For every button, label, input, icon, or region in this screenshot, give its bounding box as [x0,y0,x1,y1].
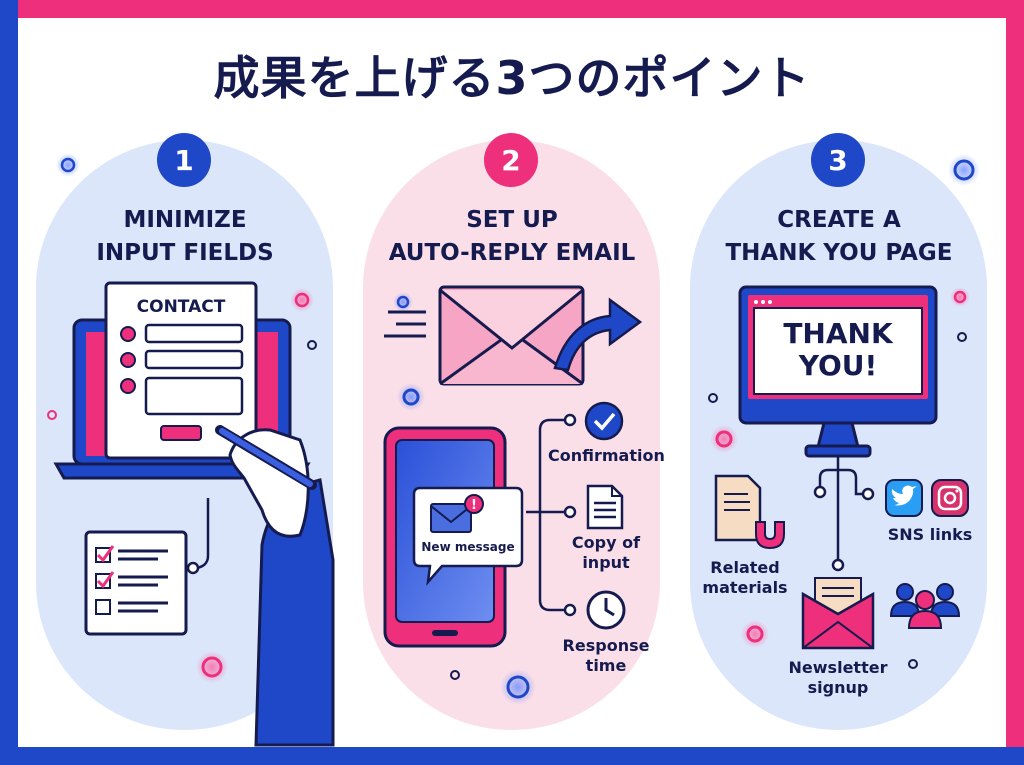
connector-tree-3 [818,456,866,562]
forward-arrow-icon [553,297,643,372]
step-2-badge: 2 [484,133,538,187]
decorative-dots [47,153,980,705]
step-2-heading-line1: SET UP [466,207,558,233]
step-2-heading-line2: AUTO-REPLY EMAIL [388,240,636,266]
instagram-icon [931,479,969,517]
connector-tree [526,418,570,612]
hand-pen-icon [215,425,335,747]
response-time-label: Response time [562,636,650,675]
step-1-heading: MINIMIZE INPUT FIELDS [35,204,335,270]
clock-icon [586,590,626,630]
speed-lines-icon [384,310,426,338]
newsletter-signup-label: Newsletter signup [788,658,888,697]
checklist-icon [84,530,188,636]
users-group-icon [889,583,961,629]
magnet-document-icon [714,474,785,550]
document-icon [586,484,624,530]
related-materials-label: Related materials [702,558,788,597]
step-1-heading-line2: INPUT FIELDS [96,240,274,266]
step-1-heading-line1: MINIMIZE [123,207,247,233]
contact-form-title: CONTACT [136,297,226,317]
step-3-heading-line2: THANK YOU PAGE [725,240,953,266]
svg-text:!: ! [471,498,477,513]
copy-of-input-label: Copy of input [571,533,641,572]
twitter-icon [885,479,923,517]
step-1-badge: 1 [157,133,211,187]
confirmation-label: Confirmation [548,446,665,465]
page-title: 成果を上げる3つのポイント [213,51,811,105]
contact-form-icon [104,281,258,460]
notification-text: New message [421,540,515,554]
step-3-heading-line1: CREATE A [777,207,901,233]
monitor-icon [738,285,938,458]
sns-links-label: SNS links [887,525,973,544]
notification-bubble: ! [412,486,524,586]
step-3-heading: CREATE A THANK YOU PAGE [689,204,989,270]
check-circle-icon [584,401,624,441]
thank-you-screen-text: THANK YOU! [783,317,893,382]
newsletter-envelope-icon [801,577,875,650]
step-3-badge: 3 [811,133,865,187]
envelope-icon [438,285,585,386]
step-2-heading: SET UP AUTO-REPLY EMAIL [362,204,662,270]
